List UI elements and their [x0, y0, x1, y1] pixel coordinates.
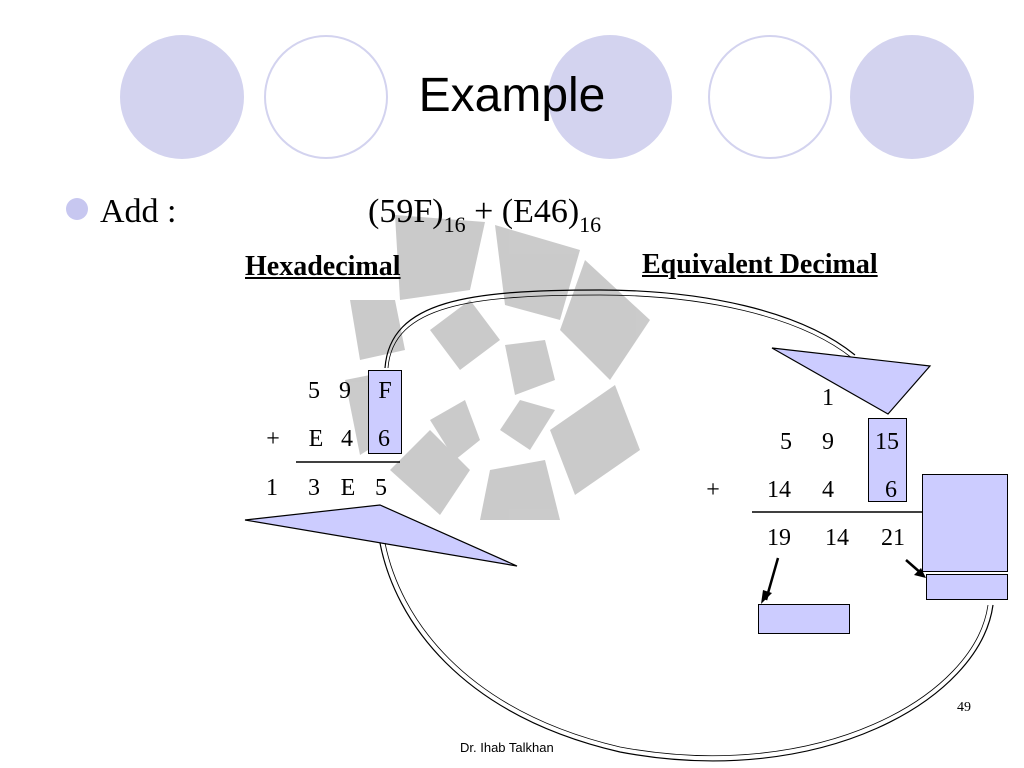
hex-row2-digit: E [308, 426, 324, 452]
hex-result-digit: E [340, 475, 356, 501]
dec-row2-number: 4 [822, 477, 834, 503]
dec-result-number: 21 [881, 525, 905, 551]
header-circle-5 [850, 35, 974, 159]
header-circle-4 [708, 35, 832, 159]
dec-row1-number: 15 [875, 429, 899, 455]
dec-row2-number: 14 [767, 477, 791, 503]
hexadecimal-heading: Hexadecimal [245, 251, 401, 282]
plus-sign: + [465, 193, 502, 230]
dec-row1-number: 9 [822, 429, 834, 455]
dec-result-number: 19 [767, 525, 791, 551]
header-circle-1 [120, 35, 244, 159]
operand-2-base: 16 [579, 212, 602, 237]
hex-row1-digit: 5 [308, 378, 320, 404]
equivalent-decimal-heading: Equivalent Decimal [642, 249, 878, 280]
hex-row1-digit: F [378, 378, 392, 404]
dec-small-box-right [926, 574, 1008, 600]
author-footer: Dr. Ihab Talkhan [460, 740, 554, 755]
bullet-dot [66, 198, 88, 220]
dec-result-number: 14 [825, 525, 849, 551]
dec-carry-big-box [922, 474, 1008, 572]
dec-carry: 1 [822, 385, 834, 411]
hex-row1-digit: 9 [339, 378, 351, 404]
hex-row2-plus: + [266, 426, 280, 452]
header-circle-3 [548, 35, 672, 159]
operand-2: (E46) [501, 193, 580, 230]
dec-row1-number: 5 [780, 429, 792, 455]
add-label: Add : [100, 193, 177, 230]
operand-1: (59F) [368, 193, 444, 230]
hex-f6-column-box [368, 370, 402, 454]
dec-row2-plus: + [706, 477, 720, 503]
slide-title: Example [418, 69, 606, 122]
hex-result-digit: 1 [266, 475, 278, 501]
dec-small-box-left [758, 604, 850, 634]
hex-result-digit: 5 [375, 475, 387, 501]
page-number: 49 [957, 700, 971, 715]
header-circle-2 [264, 35, 388, 159]
hex-row2-digit: 4 [341, 426, 353, 452]
equation: (59F)16 + (E46)16 [368, 192, 601, 236]
hex-result-digit: 3 [308, 475, 320, 501]
dec-row2-number: 6 [885, 477, 897, 503]
dec-15-6-column-box [868, 418, 907, 502]
operand-1-base: 16 [443, 212, 466, 237]
hex-row2-digit: 6 [378, 426, 390, 452]
